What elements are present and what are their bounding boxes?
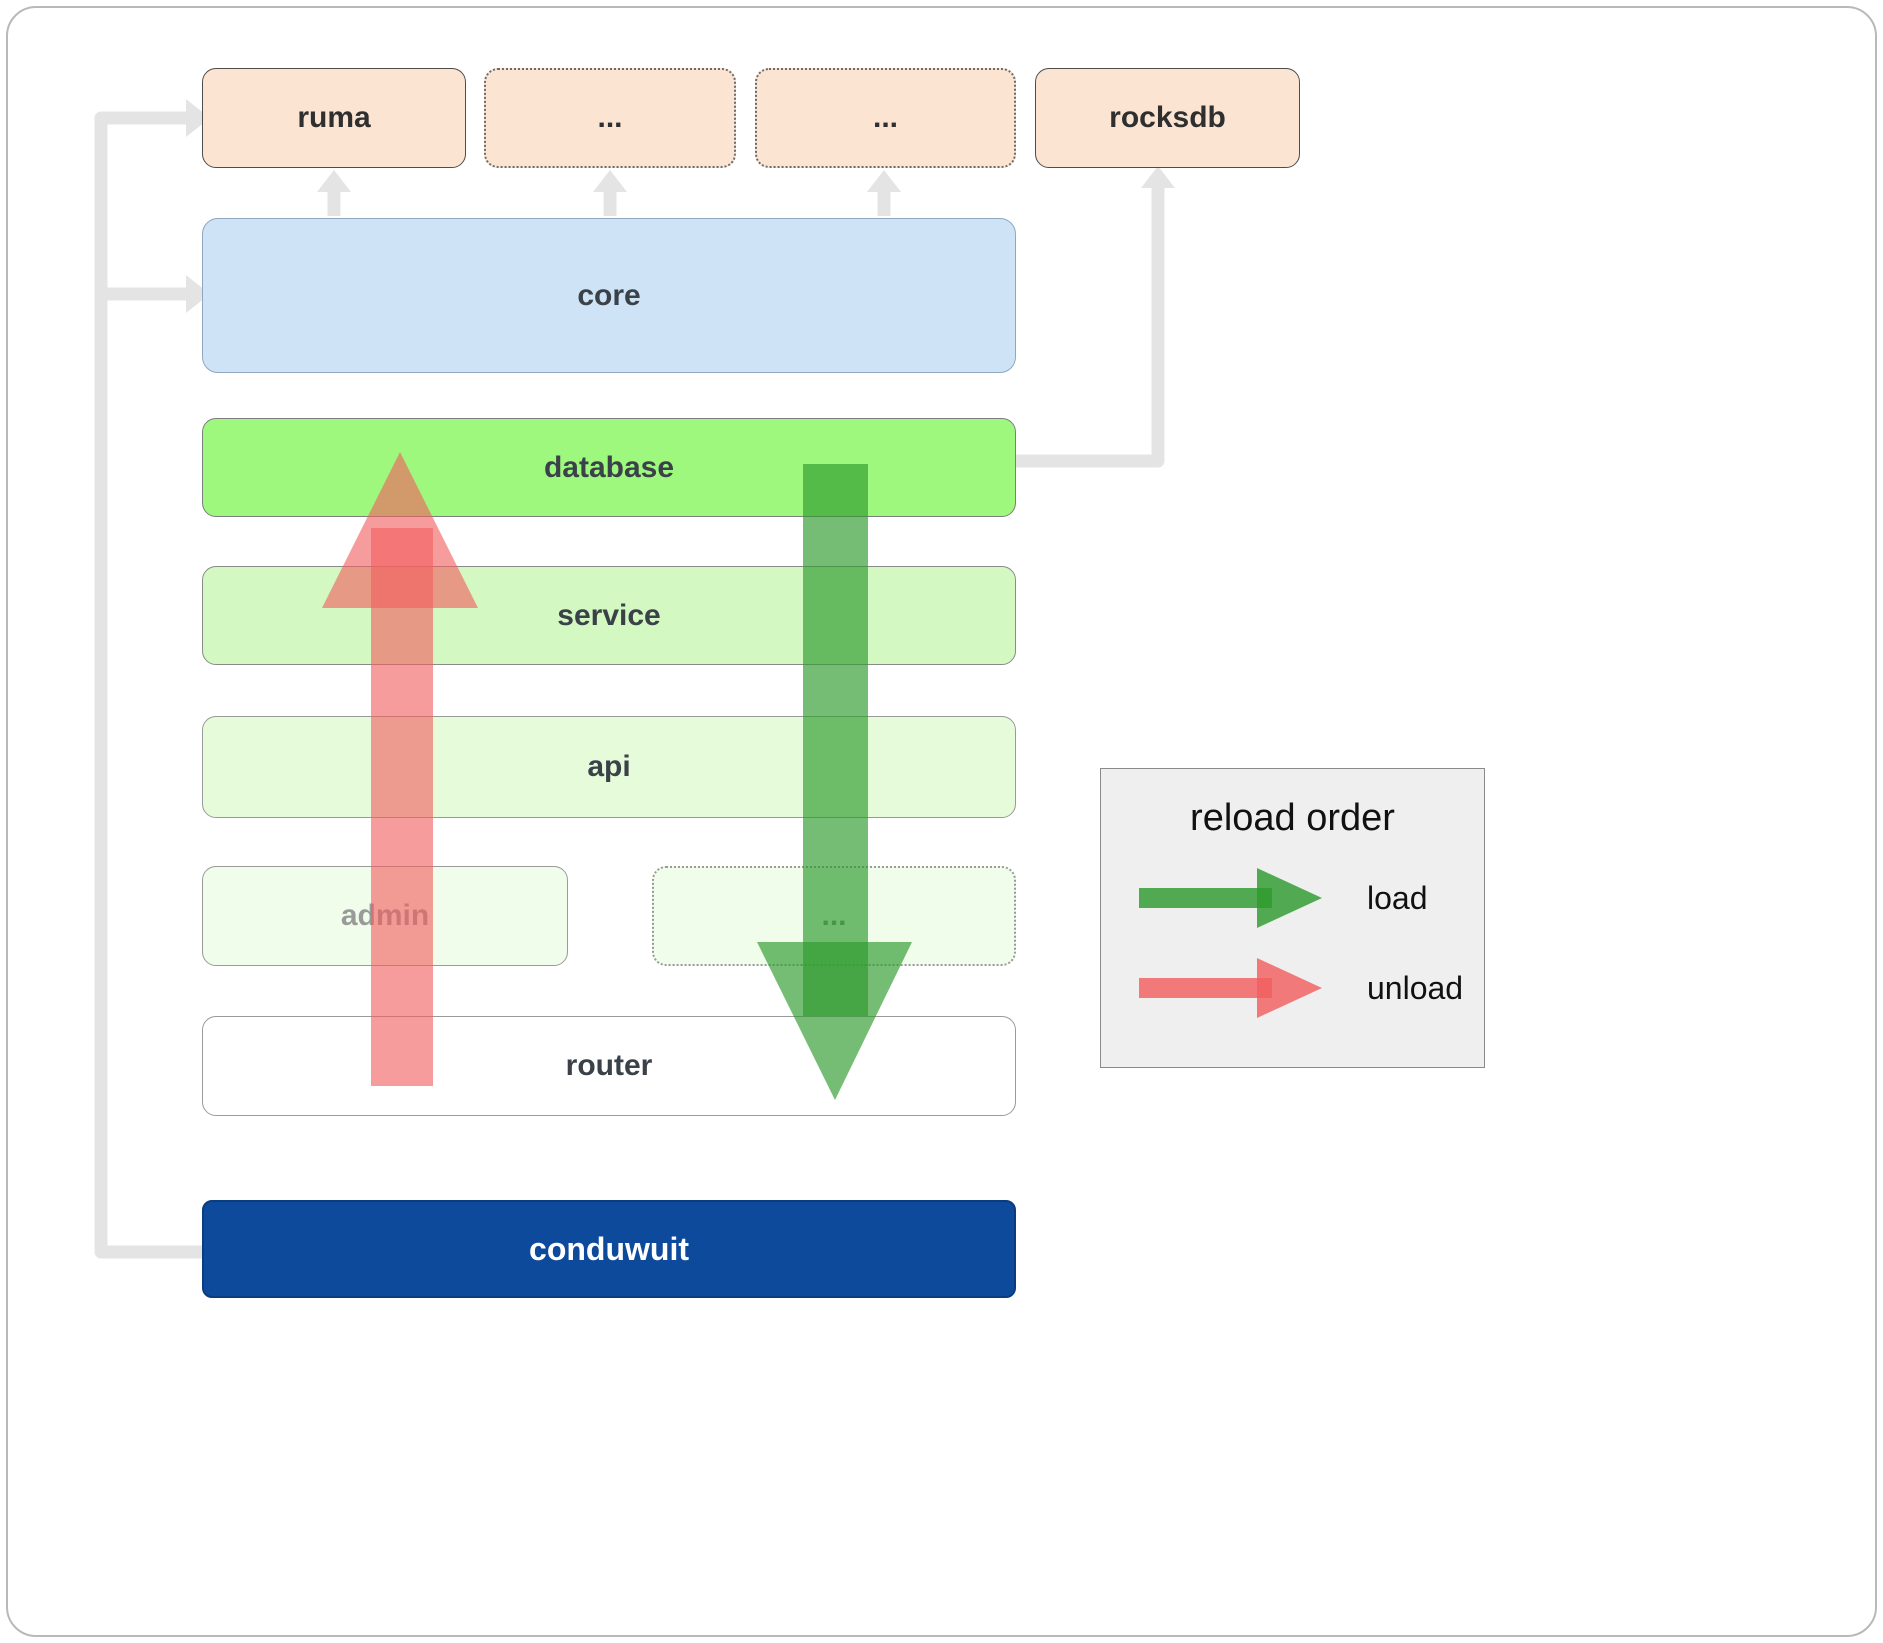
legend-label-unload: unload bbox=[1367, 969, 1464, 1006]
node-database: database bbox=[202, 418, 1016, 517]
node-core-label: core bbox=[577, 278, 641, 312]
connector-arrowhead-up-2 bbox=[593, 170, 627, 192]
legend-row-unload: unload bbox=[1101, 956, 1484, 1020]
node-router-label: router bbox=[565, 1049, 653, 1082]
node-ruma-label: ruma bbox=[297, 101, 371, 134]
node-more: ... bbox=[652, 866, 1016, 966]
node-external-1-label: ... bbox=[597, 101, 623, 134]
connector-conduwuit-loop bbox=[94, 111, 202, 1259]
node-rocksdb: rocksdb bbox=[1035, 68, 1300, 168]
node-ruma: ruma bbox=[202, 68, 466, 168]
node-conduwuit: conduwuit bbox=[202, 1200, 1016, 1298]
node-router: router bbox=[202, 1016, 1016, 1116]
legend-title: reload order bbox=[1190, 797, 1395, 839]
node-conduwuit-label: conduwuit bbox=[529, 1230, 689, 1267]
node-rocksdb-label: rocksdb bbox=[1109, 101, 1226, 134]
node-more-label: ... bbox=[821, 899, 847, 932]
node-api-label: api bbox=[587, 750, 631, 783]
node-external-2-label: ... bbox=[872, 101, 898, 134]
connector-arrowhead-up-3 bbox=[867, 170, 901, 192]
connector-database-rocksdb bbox=[1016, 186, 1165, 468]
node-api: api bbox=[202, 716, 1016, 818]
node-service-label: service bbox=[557, 598, 661, 632]
node-database-label: database bbox=[543, 450, 675, 484]
legend: reload order load unload bbox=[1100, 768, 1485, 1068]
node-admin: admin bbox=[202, 866, 568, 966]
unload-arrow-icon bbox=[1139, 958, 1322, 1018]
connector-arrowhead-up-1 bbox=[317, 170, 351, 192]
connector-arrowhead-rocksdb bbox=[1141, 166, 1175, 188]
load-arrow-icon bbox=[1139, 868, 1322, 928]
legend-label-load: load bbox=[1367, 879, 1428, 916]
node-external-2: ... bbox=[755, 68, 1016, 168]
node-external-1: ... bbox=[484, 68, 736, 168]
node-admin-label: admin bbox=[340, 899, 430, 932]
node-core: core bbox=[202, 218, 1016, 373]
node-service: service bbox=[202, 566, 1016, 665]
legend-row-load: load bbox=[1101, 866, 1484, 930]
